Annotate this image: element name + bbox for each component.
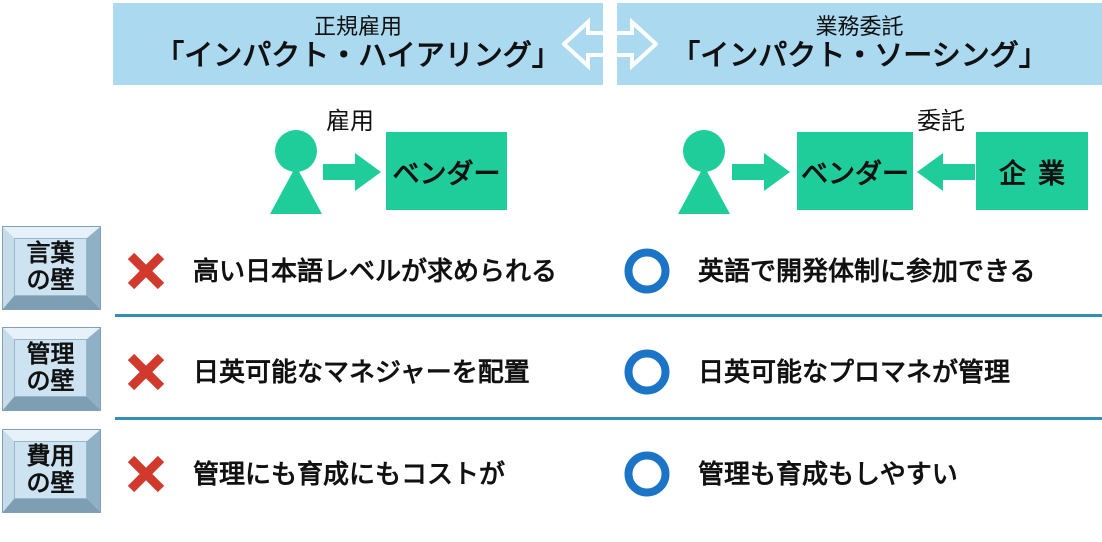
header-panel-sourcing: 業務委託 「インパクト・ソーシング」 [617,3,1102,85]
vendor-label: ベンダー [801,158,909,189]
wall-badge-line1: 言葉 [26,240,75,267]
header-panel-hiring: 正規雇用 「インパクト・ハイアリング」 [113,3,603,85]
positive-text: 日英可能なプロマネが管理 [698,357,1011,387]
wall-badge-language: 言葉 の壁 [3,227,100,309]
row-divider [115,417,1102,420]
circle-mark-icon [624,248,670,294]
employment-label: 雇用 [326,108,374,135]
company-box: 企業 [976,132,1088,210]
circle-mark-icon [624,349,670,395]
cross-mark-icon [127,353,165,391]
right-arrow-icon [323,153,381,191]
negative-text: 日英可能なマネジャーを配置 [193,357,530,387]
header-category-left: 正規雇用 [313,14,402,39]
wall-badge-line1: 管理 [26,341,75,368]
row-divider [115,314,1102,317]
wall-badge-line2: の壁 [26,267,75,294]
vendor-label: ベンダー [392,158,501,189]
wall-badge-cost: 費用 の壁 [3,430,100,512]
circle-mark-icon [624,451,670,497]
commission-label: 委託 [917,108,965,135]
negative-text: 管理にも育成にもコストが [193,459,506,489]
left-right-arrow-icon [562,17,658,71]
wall-badge-line2: の壁 [26,470,75,497]
cross-mark-icon [127,455,165,493]
wall-badge-line2: の壁 [26,368,75,395]
wall-badge-line1: 費用 [26,443,75,470]
company-label: 企業 [999,158,1077,189]
right-arrow-icon [732,153,790,191]
negative-text: 高い日本語レベルが求められる [193,256,558,286]
wall-badge-management: 管理 の壁 [3,328,100,410]
vendor-box: ベンダー [797,132,913,210]
person-icon [678,130,730,214]
positive-text: 英語で開発体制に参加できる [698,256,1036,286]
positive-text: 管理も育成もしやすい [698,459,958,489]
header-title-left: 「インパクト・ハイアリング」 [155,40,561,72]
header-category-right: 業務委託 [815,14,904,39]
left-arrow-icon [917,153,975,191]
vendor-box: ベンダー [386,132,507,210]
person-icon [270,130,322,214]
cross-mark-icon [127,252,165,290]
header-title-right: 「インパクト・ソーシング」 [671,40,1048,72]
